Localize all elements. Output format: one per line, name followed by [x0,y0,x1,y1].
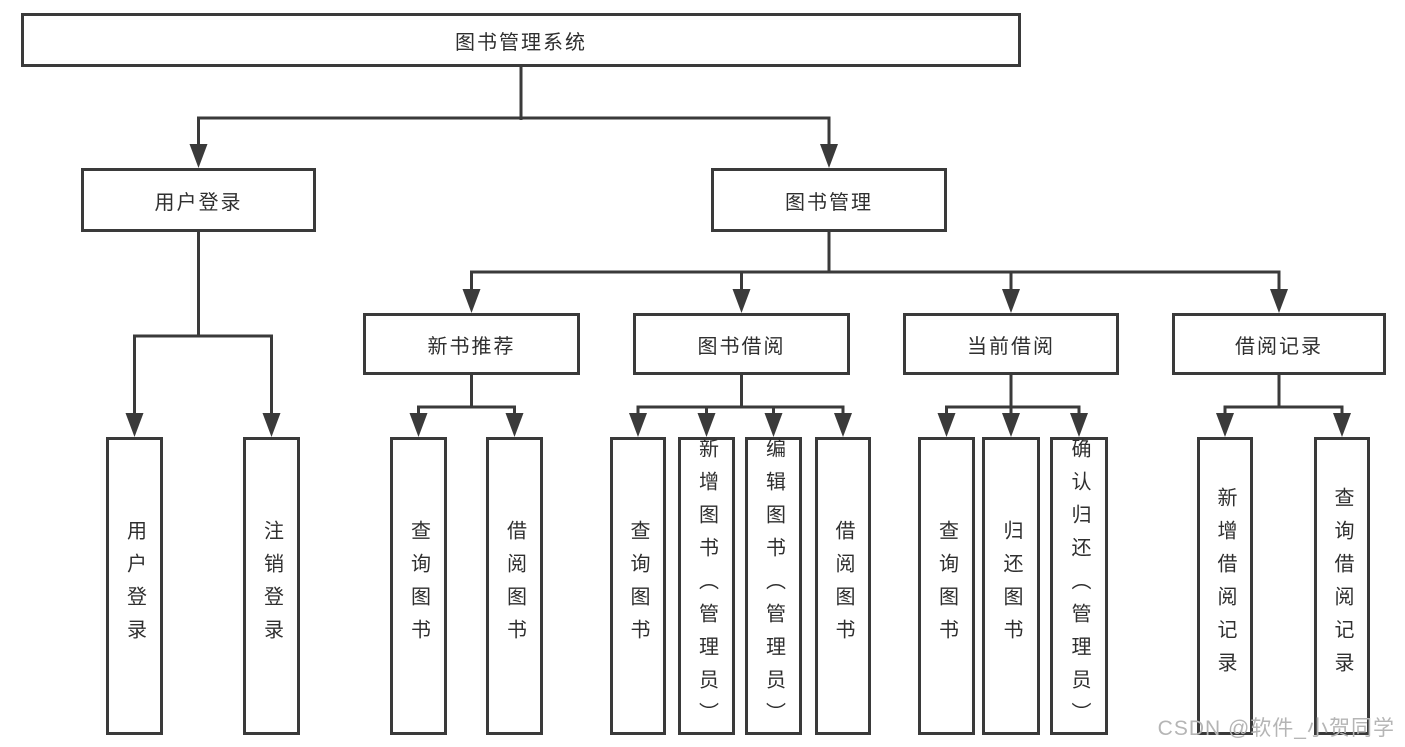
arrowhead [262,413,281,437]
node-label: 用户登录 [154,191,243,214]
arrowhead [1002,289,1020,313]
leaf-label: 确认归还（管理员） [1068,437,1090,735]
node-user-login: 用户登录 [81,168,316,232]
leaf-borrow-books-borrowing: 借阅图书 [815,437,871,735]
leaf-return-books: 归还图书 [982,437,1040,735]
node-book-borrowing: 图书借阅 [633,313,850,375]
leaf-label: 查询图书 [627,520,649,652]
node-label: 借阅记录 [1235,335,1323,358]
arrowhead [125,413,144,437]
node-borrowing-records: 借阅记录 [1172,313,1386,375]
leaf-query-books-current: 查询图书 [918,437,975,735]
node-label: 新书推荐 [427,335,516,358]
leaf-add-borrow-record: 新增借阅记录 [1197,437,1253,735]
leaf-label: 注销登录 [260,520,283,652]
arrowhead [1333,413,1351,437]
leaf-label: 新增图书（管理员） [695,437,718,735]
leaf-label: 查询图书 [935,520,958,652]
arrowhead [820,144,838,168]
csdn-watermark: CSDN @软件_小贺同学 [1157,717,1395,740]
leaf-borrow-books-recommendation: 借阅图书 [486,437,543,735]
arrowhead [189,144,208,168]
arrowhead [697,413,716,437]
arrowhead [937,413,956,437]
leaf-query-books-borrowing: 查询图书 [610,437,666,735]
node-library-management-system: 图书管理系统 [21,13,1021,67]
node-current-borrowing: 当前借阅 [903,313,1119,375]
arrowhead [834,413,852,437]
node-label: 图书借阅 [697,335,786,358]
arrowhead [409,413,428,437]
leaf-query-borrow-record: 查询借阅记录 [1314,437,1370,735]
leaf-label: 用户登录 [123,520,146,652]
leaf-logout: 注销登录 [243,437,300,735]
leaf-label: 新增借阅记录 [1214,487,1236,685]
node-label: 当前借阅 [967,335,1055,358]
arrowhead [629,413,647,437]
leaf-label: 归还图书 [1000,520,1022,652]
arrowhead [1270,289,1288,313]
leaf-confirm-return-admin: 确认归还（管理员） [1050,437,1108,735]
arrowhead [1216,413,1234,437]
node-new-book-recommendation: 新书推荐 [363,313,580,375]
arrowhead [1002,413,1020,437]
leaf-edit-books-admin: 编辑图书（管理员） [745,437,802,735]
arrowhead [462,289,481,313]
leaf-label: 查询图书 [407,520,430,652]
node-label: 图书管理 [785,191,873,214]
leaf-label: 查询借阅记录 [1331,487,1353,685]
leaf-label: 借阅图书 [832,520,854,652]
arrowhead [764,413,783,437]
leaf-add-books-admin: 新增图书（管理员） [678,437,735,735]
arrowhead [732,289,751,313]
arrowhead [505,413,524,437]
arrowhead [1070,413,1088,437]
leaf-query-books-recommendation: 查询图书 [390,437,447,735]
leaf-user-login: 用户登录 [106,437,163,735]
leaf-label: 编辑图书（管理员） [762,437,785,735]
node-book-management: 图书管理 [711,168,947,232]
leaf-label: 借阅图书 [503,520,526,652]
node-label: 图书管理系统 [455,31,587,54]
